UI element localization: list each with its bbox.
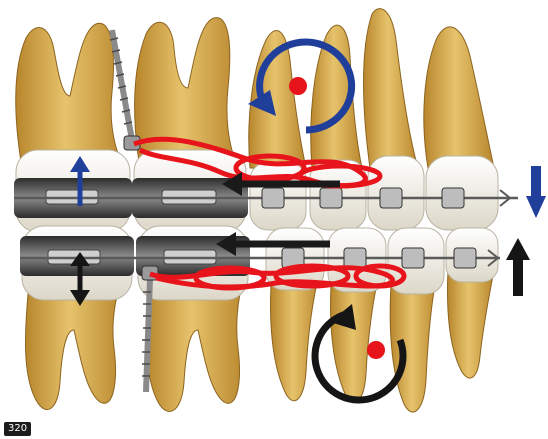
upper-incisor (424, 27, 494, 168)
upper-canine (364, 9, 419, 168)
upper-molar-1 (16, 23, 126, 168)
bracket (344, 248, 366, 268)
extrusion-arrow (506, 238, 530, 296)
upper-molar-2 (135, 18, 240, 168)
page-number-badge: 320 (4, 422, 31, 436)
bracket (454, 248, 476, 268)
lower-incisor (448, 270, 494, 378)
bracket (380, 188, 402, 208)
lower-rotation-center (367, 341, 385, 359)
bracket (402, 248, 424, 268)
upper-rotation-center (289, 77, 307, 95)
bracket (320, 188, 342, 208)
intrusion-arrow (526, 166, 546, 218)
extrusion-arrow-icon (506, 238, 530, 260)
bracket (262, 188, 284, 208)
bracket (442, 188, 464, 208)
upper-teeth (16, 9, 494, 168)
intrusion-arrow-icon (526, 196, 546, 218)
